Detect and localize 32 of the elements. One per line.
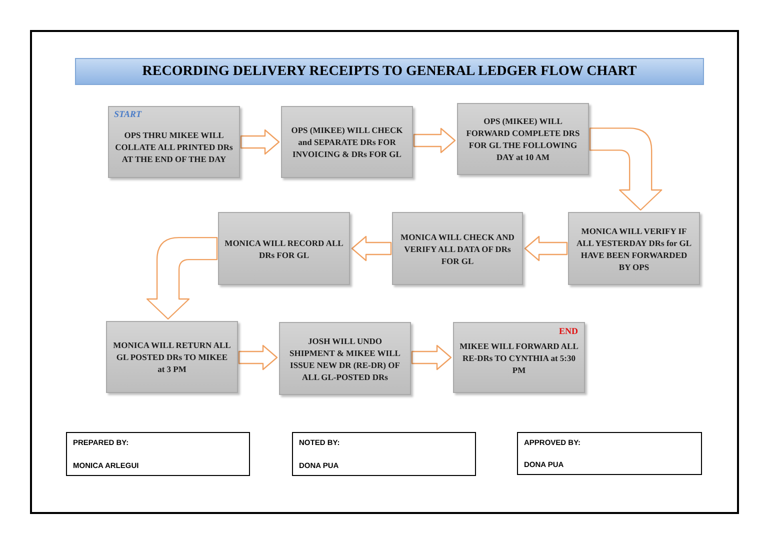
step-text: MIKEE WILL FORWARD ALL RE-DRs TO CYNTHIA at 5:30 PM bbox=[459, 340, 579, 376]
title-banner: RECORDING DELIVERY RECEIPTS TO GENERAL LEDGER FLOW CHART bbox=[75, 58, 704, 85]
process-box bbox=[108, 106, 240, 178]
step-text: OPS THRU MIKEE WILL COLLATE ALL PRINTED DRs AT THE END OF THE DAY bbox=[114, 129, 234, 165]
process-box bbox=[218, 212, 350, 285]
process-box bbox=[568, 212, 700, 285]
process-box bbox=[392, 212, 523, 285]
process-box bbox=[281, 106, 413, 178]
process-box bbox=[279, 322, 411, 395]
step-text: JOSH WILL UNDO SHIPMENT & MIKEE WILL ISSUE NEW DR (RE-DR) OF ALL GL-POSTED DRs bbox=[288, 334, 402, 382]
start-label: START bbox=[114, 108, 142, 121]
step-text: OPS (MIKEE) WILL FORWARD COMPLETE DRS FOR GL THE FOLLOWING DAY at 10 AM bbox=[465, 115, 581, 163]
block-arrow bbox=[524, 236, 568, 262]
process-box bbox=[106, 321, 238, 393]
step-text: MONICA WILL RETURN ALL GL POSTED DRs TO MIKEE at 3 PM bbox=[112, 339, 232, 375]
block-arrow bbox=[411, 344, 452, 370]
block-arrow bbox=[413, 128, 456, 154]
step-text: MONICA WILL CHECK AND VERIFY ALL DATA OF DRs FOR GL bbox=[400, 230, 516, 266]
signature-box bbox=[517, 432, 702, 475]
block-arrow bbox=[238, 344, 278, 370]
process-box bbox=[457, 103, 589, 175]
end-label: END bbox=[558, 325, 578, 338]
block-arrow bbox=[240, 129, 280, 155]
step-text: MONICA WILL RECORD ALL DRs FOR GL bbox=[224, 236, 344, 260]
step-text: MONICA WILL VERIFY IF ALL YESTERDAY DRs for GL HAVE BEEN FORWARDED BY OPS bbox=[575, 224, 693, 272]
block-arrow bbox=[351, 236, 392, 262]
block-arrow bbox=[589, 128, 662, 211]
step-text: OPS (MIKEE) WILL CHECK and SEPARATE DRs FOR INVOICING & DRs FOR GL bbox=[290, 124, 404, 160]
signature-box bbox=[292, 432, 476, 476]
process-box bbox=[453, 322, 585, 393]
block-arrow bbox=[146, 236, 218, 320]
signature-box bbox=[66, 432, 250, 476]
